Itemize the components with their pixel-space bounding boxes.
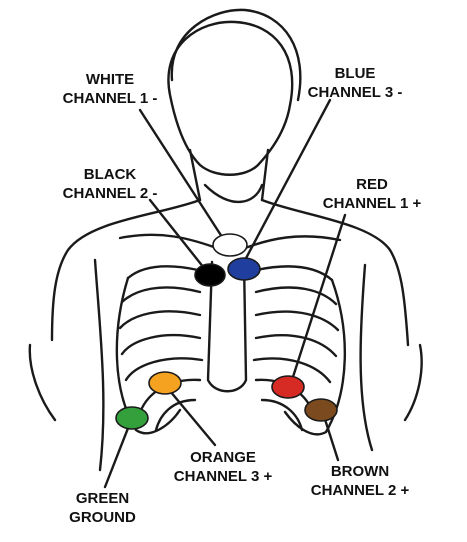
leader-orange bbox=[163, 383, 217, 447]
clavicle-left bbox=[118, 233, 224, 252]
electrode-green bbox=[115, 406, 149, 430]
label-red-line1: RED bbox=[356, 176, 388, 193]
leader-red bbox=[290, 213, 347, 382]
clavicle-right bbox=[238, 235, 342, 252]
leader-white bbox=[138, 108, 226, 242]
label-black-line2: CHANNEL 2 - bbox=[62, 185, 158, 202]
label-orange: ORANGE CHANNEL 3 + bbox=[163, 448, 283, 486]
label-black: BLACK CHANNEL 2 - bbox=[50, 165, 170, 203]
label-red-line2: CHANNEL 1 + bbox=[322, 195, 422, 212]
label-brown-line2: CHANNEL 2 + bbox=[310, 482, 410, 499]
label-orange-line2: CHANNEL 3 + bbox=[173, 468, 273, 485]
electrode-brown bbox=[304, 398, 338, 422]
hair-outline bbox=[170, 8, 302, 102]
label-blue-line1: BLUE bbox=[334, 65, 376, 82]
label-white-line2: CHANNEL 1 - bbox=[62, 90, 158, 107]
leader-blue bbox=[242, 98, 332, 264]
sternum bbox=[206, 260, 248, 393]
shoulder-outline-left bbox=[50, 198, 202, 342]
label-white: WHITE CHANNEL 1 - bbox=[50, 70, 170, 108]
electrode-red bbox=[271, 375, 305, 399]
label-brown: BROWN CHANNEL 2 + bbox=[300, 462, 420, 500]
shoulder-outline-right bbox=[260, 198, 410, 347]
label-red: RED CHANNEL 1 + bbox=[312, 175, 432, 213]
electrode-orange bbox=[148, 371, 182, 395]
label-blue-line2: CHANNEL 3 - bbox=[307, 84, 403, 101]
label-white-line1: WHITE bbox=[85, 71, 135, 88]
label-orange-line1: ORANGE bbox=[190, 449, 256, 466]
label-black-line1: BLACK bbox=[83, 166, 137, 183]
leader-black bbox=[148, 198, 206, 270]
electrode-blue bbox=[227, 257, 261, 281]
label-brown-line1: BROWN bbox=[330, 463, 390, 480]
electrode-black bbox=[194, 263, 226, 287]
neck-outline bbox=[188, 148, 270, 202]
label-blue: BLUE CHANNEL 3 - bbox=[295, 64, 415, 102]
label-green-line1: GREEN bbox=[75, 490, 130, 507]
head-outline bbox=[167, 20, 294, 176]
leader-green bbox=[103, 416, 134, 489]
electrode-white bbox=[212, 233, 248, 257]
label-green: GREEN GROUND bbox=[50, 489, 155, 527]
label-green-line2: GROUND bbox=[69, 509, 136, 526]
